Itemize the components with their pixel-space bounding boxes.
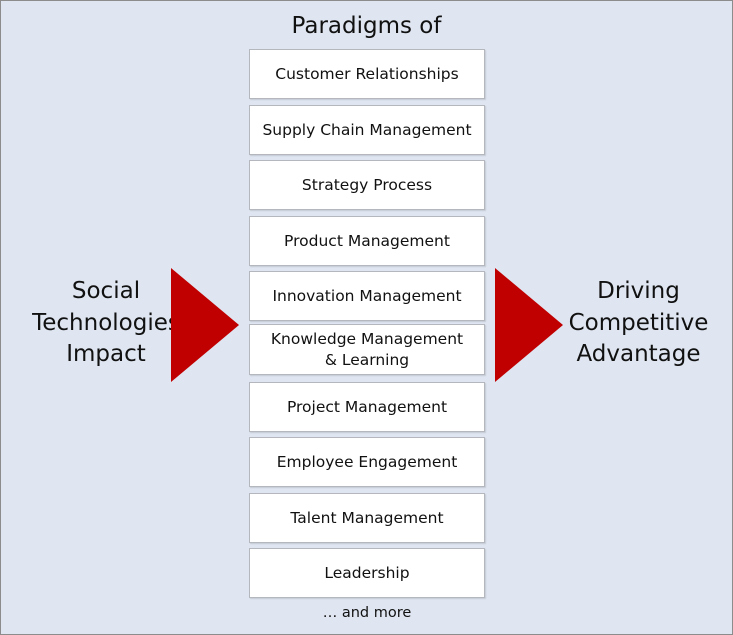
- paradigm-label-line-2: & Learning: [324, 350, 410, 369]
- paradigm-label: Talent Management: [290, 508, 444, 527]
- paradigm-box-supply-chain-management: Supply Chain Management: [249, 105, 485, 155]
- diagram-title: Paradigms of: [291, 13, 442, 39]
- left-arrow-icon: [171, 268, 239, 382]
- right-label: Driving Competitive Advantage: [556, 276, 721, 371]
- paradigm-label: Innovation Management: [272, 286, 462, 305]
- paradigm-label: Leadership: [324, 563, 410, 582]
- left-label-line-2: Technologies: [32, 309, 180, 336]
- paradigm-box-leadership: Leadership: [249, 548, 485, 598]
- paradigm-box-knowledge-management-learning: Knowledge Management & Learning: [249, 324, 485, 375]
- left-arrow-shape: [171, 268, 239, 382]
- and-more-label: … and more: [322, 605, 412, 621]
- right-label-line-2: Competitive: [568, 309, 709, 336]
- paradigm-label: Customer Relationships: [275, 64, 459, 83]
- right-arrow-shape: [495, 268, 563, 382]
- paradigm-box-customer-relationships: Customer Relationships: [249, 49, 485, 99]
- paradigm-box-innovation-management: Innovation Management: [249, 271, 485, 321]
- paradigm-box-project-management: Project Management: [249, 382, 485, 432]
- paradigm-box-product-management: Product Management: [249, 216, 485, 266]
- left-label: Social Technologies Impact: [21, 276, 191, 371]
- right-label-line-3: Advantage: [576, 341, 701, 367]
- left-label-line-3: Impact: [66, 341, 146, 367]
- paradigm-label: Product Management: [284, 231, 450, 250]
- paradigm-label: Project Management: [286, 397, 448, 416]
- paradigm-box-strategy-process: Strategy Process: [249, 160, 485, 210]
- left-label-line-1: Social: [71, 278, 141, 304]
- right-label-line-1: Driving: [597, 278, 680, 304]
- paradigm-box-employee-engagement: Employee Engagement: [249, 437, 485, 487]
- paradigm-label: Employee Engagement: [276, 452, 458, 471]
- paradigm-label: Knowledge Management: [270, 329, 464, 348]
- paradigm-label: Supply Chain Management: [262, 120, 472, 139]
- paradigm-label: Strategy Process: [301, 175, 433, 194]
- paradigm-box-talent-management: Talent Management: [249, 493, 485, 543]
- right-arrow-icon: [495, 268, 563, 382]
